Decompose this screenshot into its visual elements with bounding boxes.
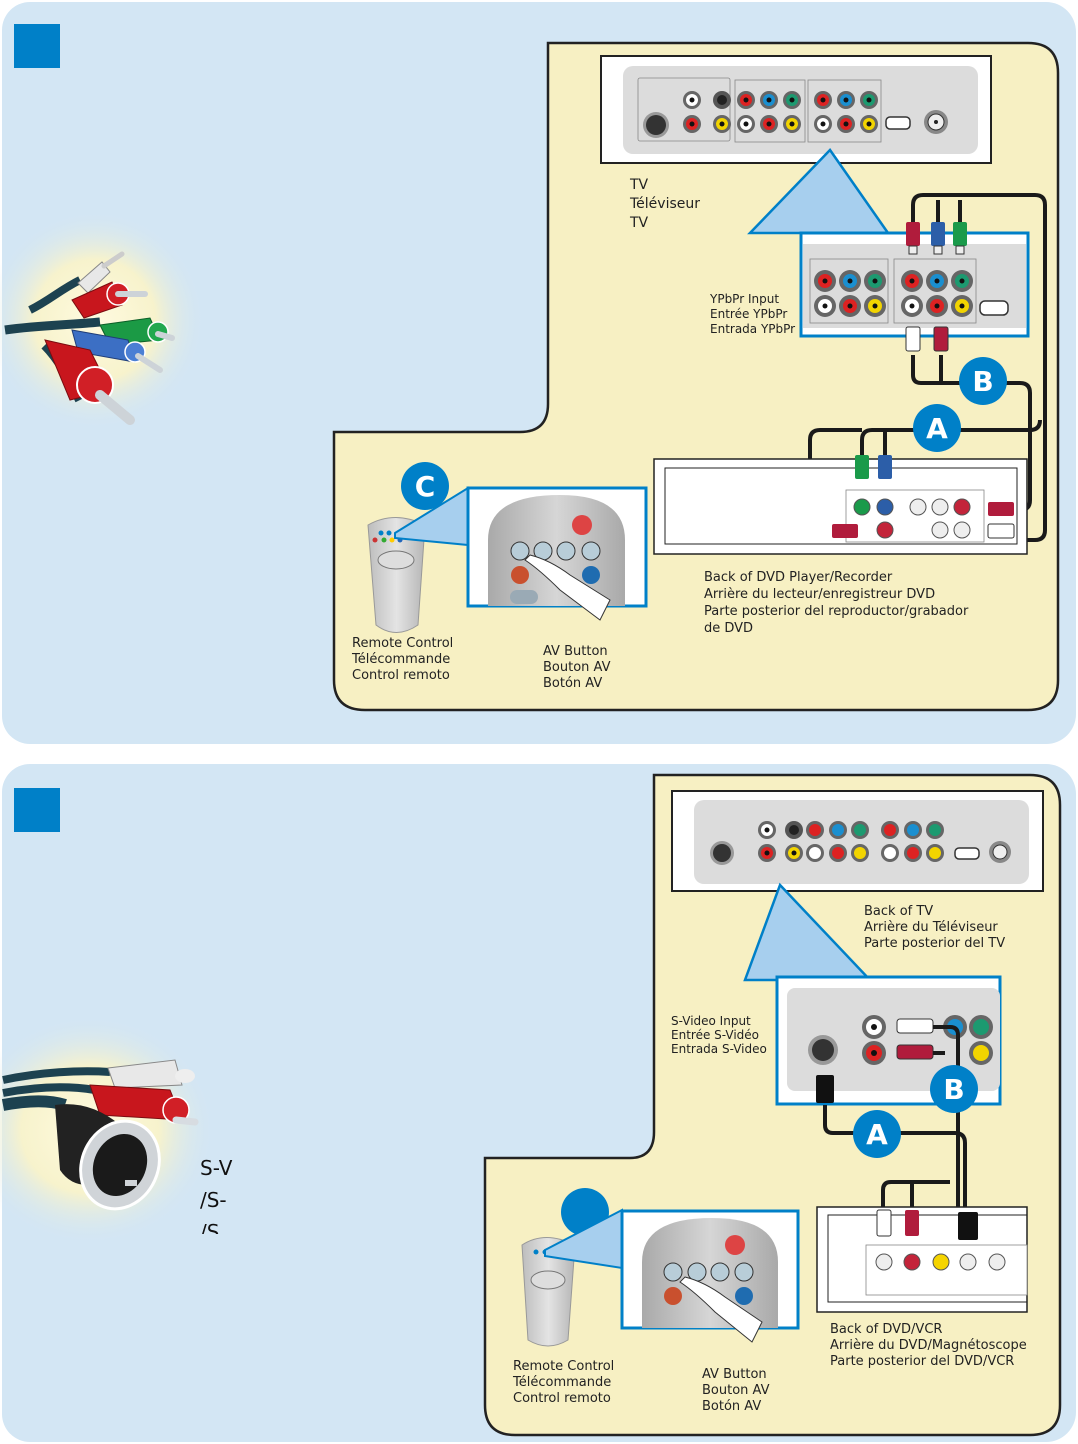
component-video-cable-icon [0, 210, 205, 430]
svg-text:B: B [972, 365, 993, 398]
badge-b-step2: B [930, 1065, 978, 1113]
svideo-label-en: S-Video Input [671, 1014, 751, 1028]
vcr-label-en: Back of DVD/VCR [830, 1322, 943, 1337]
clipped-line-3: /S [200, 1220, 220, 1234]
tv-label-en: TV [630, 177, 649, 193]
remote-control-step1 [367, 517, 426, 633]
remote-closeup-step1 [466, 486, 648, 621]
remote-label-es: Control remoto [352, 668, 450, 683]
dvd-vcr-back [816, 1206, 1028, 1313]
badge-b-step1: B [959, 357, 1007, 405]
av-button-label-step2: AV Button Bouton AV Botón AV [702, 1367, 770, 1415]
dvd-label-es: Parte posterior del reproductor/grabador [704, 604, 969, 619]
tv-label: TV Téléviseur TV [630, 176, 700, 233]
dvd-player-back [653, 455, 1028, 555]
dvd-label-fr: Arrière du lecteur/enregistreur DVD [704, 587, 936, 602]
svg-text:A: A [926, 412, 948, 445]
svg-text:C: C [415, 470, 436, 503]
svideo-plug-tv [816, 1075, 834, 1103]
svg-text:B: B [943, 1073, 964, 1106]
remote2-label-fr: Télécommande [513, 1375, 612, 1390]
remote-label-en: Remote Control [352, 636, 454, 651]
ypbpr-input-label: YPbPr Input Entrée YPbPr Entrada YPbPr [710, 292, 795, 337]
s-video-cable-icon [0, 1015, 215, 1245]
dvd-player-label: Back of DVD Player/Recorder Arrière du l… [704, 569, 968, 637]
remote-label-fr: Télécommande [352, 652, 451, 667]
av2-label-es: Botón AV [702, 1399, 762, 1414]
tv-label-fr: Téléviseur [630, 196, 700, 212]
tv2-label-fr: Arrière du Téléviseur [864, 920, 998, 935]
step-2-number-box [14, 788, 60, 832]
clipped-line-1: S-V [200, 1156, 233, 1180]
badge-a-step2: A [853, 1110, 901, 1158]
dvd-label-en: Back of DVD Player/Recorder [704, 570, 893, 585]
tv2-label-en: Back of TV [864, 904, 934, 919]
clipped-line-2: /S- [200, 1188, 227, 1212]
vcr-label-es: Parte posterior del DVD/VCR [830, 1354, 1015, 1369]
dvd-vcr-label: Back of DVD/VCR Arrière du DVD/Magnétosc… [830, 1322, 1027, 1370]
svg-text:A: A [866, 1118, 888, 1151]
svideo-label-es: Entrada S-Video [671, 1042, 767, 1056]
svideo-input-label: S-Video Input Entrée S-Vidéo Entrada S-V… [671, 1014, 767, 1056]
back-of-tv-label: Back of TV Arrière du Téléviseur Parte p… [864, 904, 1005, 952]
ypbpr-label-es: Entrada YPbPr [710, 322, 796, 336]
av-label-en: AV Button [543, 644, 608, 659]
svideo-label-fr: Entrée S-Vidéo [671, 1028, 760, 1042]
remote-control-label: Remote Control Télécommande Control remo… [352, 636, 453, 684]
badge-c-step1: C [401, 462, 449, 510]
component-plugs-tv [905, 222, 967, 352]
remote-control-step2 [521, 1237, 576, 1347]
tv-back-panel-step2 [671, 790, 1044, 892]
remote-closeup-step2 [620, 1209, 800, 1343]
ypbpr-zoom-panel [799, 231, 1030, 338]
av-label-fr: Bouton AV [543, 660, 611, 675]
step-1-number-box [14, 24, 60, 68]
av-button-label: AV Button Bouton AV Botón AV [543, 644, 611, 692]
tv-label-es: TV [630, 215, 649, 231]
dvd-label-es-2: de DVD [704, 621, 754, 636]
remote-control-label-step2: Remote Control Télécommande Control remo… [513, 1359, 614, 1407]
tv-back-panel [600, 55, 992, 164]
clipped-svideo-text: S-V /S- /S [200, 1152, 242, 1234]
av2-label-fr: Bouton AV [702, 1383, 770, 1398]
badge-a-step1: A [913, 404, 961, 452]
remote2-label-es: Control remoto [513, 1391, 611, 1406]
ypbpr-label-fr: Entrée YPbPr [710, 307, 788, 321]
ypbpr-label-en: YPbPr Input [710, 292, 780, 306]
vcr-label-fr: Arrière du DVD/Magnétoscope [830, 1338, 1027, 1353]
av-label-es: Botón AV [543, 676, 603, 691]
remote2-label-en: Remote Control [513, 1359, 615, 1374]
av2-label-en: AV Button [702, 1367, 767, 1382]
tv2-label-es: Parte posterior del TV [864, 936, 1006, 951]
